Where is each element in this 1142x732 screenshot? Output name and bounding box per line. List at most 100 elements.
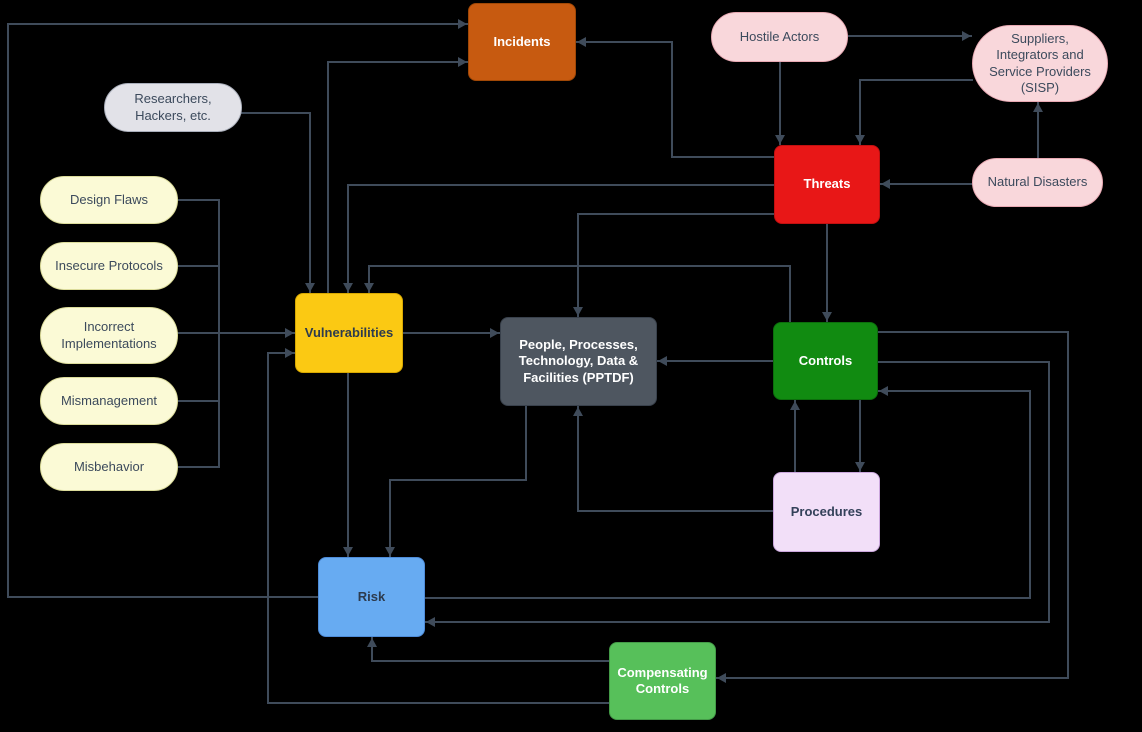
node-incidents: Incidents (468, 3, 576, 81)
edge-procedures-to-controls (794, 400, 796, 473)
arrowhead-controls-to-compensating (717, 673, 726, 683)
edge-pptdf-to-risk (525, 405, 527, 481)
arrowhead-controls-to-pptdf (658, 356, 667, 366)
edge-bus-stub-design-flaws (177, 199, 220, 201)
node-label-threats: Threats (803, 176, 851, 192)
node-label-mismanagement: Mismanagement (60, 392, 158, 408)
edge-risk-to-incidents (7, 23, 9, 598)
edge-bus-stub-insecure-protocols (177, 265, 220, 267)
arrowhead-procedures-to-pptdf (573, 407, 583, 416)
edge-compensating-to-risk (371, 637, 373, 662)
node-design-flaws: Design Flaws (40, 176, 178, 224)
node-label-hostile-actors: Hostile Actors (739, 28, 820, 44)
arrowhead-sisp-to-threats (855, 135, 865, 144)
node-hostile-actors: Hostile Actors (711, 12, 848, 62)
edge-controls-to-compensating (1067, 331, 1069, 679)
arrowhead-risk-to-incidents (458, 19, 467, 29)
edge-risk-to-incidents (7, 596, 319, 598)
node-label-sisp: Suppliers, Integrators and Service Provi… (989, 31, 1091, 95)
edge-controls-to-risk (877, 361, 1050, 363)
arrowhead-procedures-to-controls (790, 401, 800, 410)
node-label-controls: Controls (798, 352, 853, 368)
node-pptdf: People, Processes, Technology, Data & Fa… (500, 317, 657, 406)
arrowhead-compensating-to-risk (367, 638, 377, 647)
edge-threats-to-pptdf (577, 213, 775, 215)
edge-sisp-to-threats (859, 79, 861, 145)
arrowhead-threats-to-controls (822, 312, 832, 321)
node-label-pptdf: People, Processes, Technology, Data & Fa… (518, 337, 639, 385)
edge-pptdf-to-risk (389, 479, 527, 481)
edge-threats-to-incidents (576, 41, 673, 43)
edge-compensating-to-risk (371, 660, 610, 662)
node-mismanagement: Mismanagement (40, 377, 178, 425)
edge-risk-to-controls (424, 597, 1031, 599)
node-label-vulnerabilities: Vulnerabilities (304, 324, 394, 340)
node-incorrect-implementations: Incorrect Implementations (40, 307, 178, 364)
node-natural-disasters: Natural Disasters (972, 158, 1103, 207)
arrowhead-pptdf-to-risk (385, 547, 395, 556)
arrowhead-causes-to-vulnerabilities (285, 328, 294, 338)
arrowhead-hostile-to-threats (775, 135, 785, 144)
arrowhead-threats-to-incidents (577, 37, 586, 47)
node-label-compensating-controls: Compensating Controls (617, 664, 708, 696)
node-sisp: Suppliers, Integrators and Service Provi… (972, 25, 1108, 102)
edge-hostile-to-threats (779, 61, 781, 145)
arrowhead-natural-to-sisp (1033, 103, 1043, 112)
edge-controls-to-vulnerabilities (789, 265, 791, 323)
edge-procedures-to-pptdf (577, 510, 774, 512)
arrowhead-risk-to-controls (879, 386, 888, 396)
edge-natural-to-threats (880, 183, 973, 185)
edge-bus-stub-mismanagement (177, 400, 220, 402)
node-label-procedures: Procedures (790, 503, 863, 519)
edge-risk-to-controls (878, 390, 1031, 392)
edge-hostile-to-sisp (847, 35, 972, 37)
edge-controls-to-pptdf (657, 360, 774, 362)
node-label-researchers: Researchers, Hackers, etc. (134, 91, 212, 123)
arrowhead-vulnerabilities-to-risk (343, 547, 353, 556)
edge-procedures-to-pptdf (577, 406, 579, 512)
node-label-insecure-protocols: Insecure Protocols (55, 257, 163, 273)
edge-vulnerabilities-to-incidents (327, 61, 329, 294)
edge-compensating-to-vulnerabilities (267, 352, 269, 704)
node-controls: Controls (773, 322, 878, 400)
node-vulnerabilities: Vulnerabilities (295, 293, 403, 373)
edge-risk-to-controls (1029, 390, 1031, 599)
edge-threats-to-vulnerabilities (347, 184, 349, 293)
arrowhead-controls-to-risk (426, 617, 435, 627)
edge-pptdf-to-risk (389, 479, 391, 557)
arrowhead-hostile-to-sisp (962, 31, 971, 41)
node-label-incorrect-implementations: Incorrect Implementations (61, 319, 157, 351)
node-compensating-controls: Compensating Controls (609, 642, 716, 720)
arrowhead-threats-to-vulnerabilities (343, 283, 353, 292)
edge-controls-to-risk (1048, 361, 1050, 623)
edge-threats-to-incidents (671, 41, 673, 158)
node-label-incidents: Incidents (493, 33, 551, 49)
edge-risk-to-incidents (7, 23, 468, 25)
node-risk: Risk (318, 557, 425, 637)
node-label-risk: Risk (357, 588, 386, 604)
node-label-design-flaws: Design Flaws (69, 191, 149, 207)
edge-compensating-to-vulnerabilities (267, 352, 295, 354)
node-procedures: Procedures (773, 472, 880, 552)
arrowhead-vulnerabilities-to-pptdf (490, 328, 499, 338)
edge-vulnerabilities-to-incidents (327, 61, 468, 63)
arrowhead-controls-to-vulnerabilities (364, 283, 374, 292)
edge-controls-to-compensating (716, 677, 1069, 679)
edge-threats-to-vulnerabilities (347, 184, 775, 186)
arrowhead-natural-to-threats (881, 179, 890, 189)
arrowhead-controls-to-procedures (855, 462, 865, 471)
node-label-natural-disasters: Natural Disasters (987, 174, 1088, 190)
edge-threats-to-incidents (671, 156, 775, 158)
edge-vulnerabilities-to-pptdf (402, 332, 500, 334)
edge-vulnerabilities-to-risk (347, 372, 349, 557)
edge-researchers-to-vulnerabilities (309, 112, 311, 293)
arrowhead-vulnerabilities-to-incidents (458, 57, 467, 67)
edge-threats-to-controls (826, 223, 828, 322)
edge-compensating-to-vulnerabilities (267, 702, 610, 704)
edge-sisp-to-threats (859, 79, 973, 81)
node-misbehavior: Misbehavior (40, 443, 178, 491)
edge-controls-to-risk (425, 621, 1050, 623)
edge-researchers-to-vulnerabilities (241, 112, 311, 114)
edge-controls-to-procedures (859, 399, 861, 472)
